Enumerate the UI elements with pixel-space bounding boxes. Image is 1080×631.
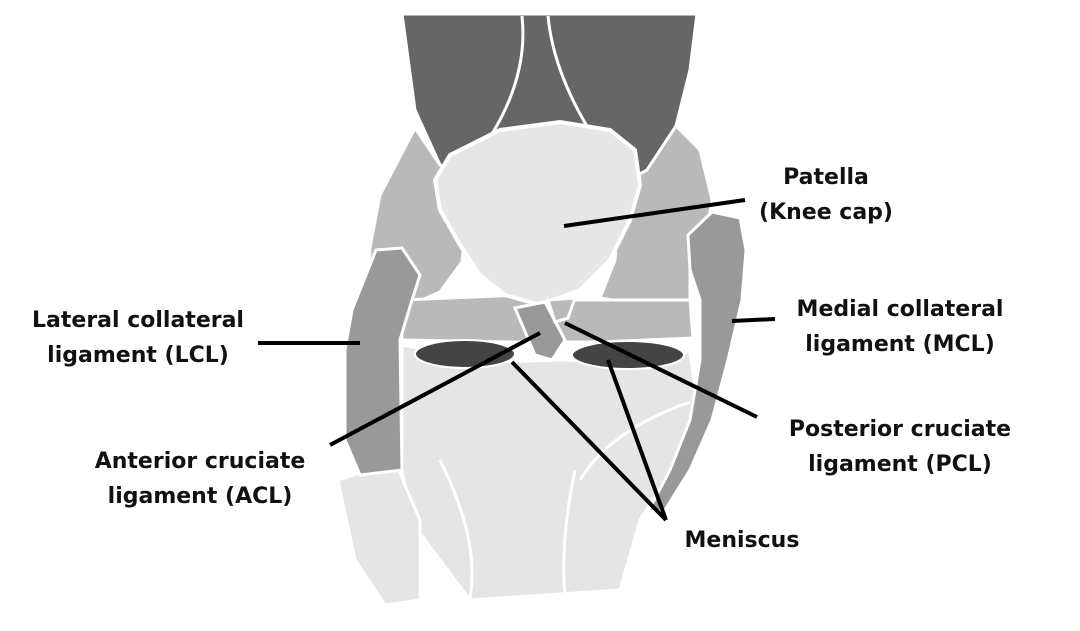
label-patella-line2: (Knee cap): [759, 200, 893, 225]
lateral-collateral-ligament: [343, 246, 422, 477]
label-patella-line1: Patella: [783, 165, 869, 190]
label-mcl-line1: Medial collateral: [796, 297, 1004, 322]
leader-line-mcl: [731, 317, 776, 323]
medial-collateral-ligament: [645, 210, 748, 514]
label-mcl-line2: ligament (MCL): [805, 332, 995, 357]
tibia-contour-lower: [562, 469, 577, 599]
label-lcl-line2: ligament (LCL): [47, 343, 229, 368]
tibia-contour-left: [438, 459, 474, 599]
leader-line-meniscus-left: [510, 360, 668, 522]
label-acl-line1: Anterior cruciate: [94, 449, 306, 474]
label-lcl: Lateral collateral ligament (LCL): [18, 303, 258, 373]
label-meniscus-line1: Meniscus: [684, 528, 800, 553]
leader-line-acl: [329, 331, 541, 447]
label-pcl: Posterior cruciate ligament (PCL): [770, 412, 1030, 482]
leader-line-pcl: [564, 321, 758, 419]
label-acl-line2: ligament (ACL): [107, 484, 293, 509]
leader-line-patella: [563, 198, 746, 228]
leader-line-meniscus-right: [606, 359, 668, 521]
posterior-cruciate-ligament: [545, 296, 578, 324]
label-patella: Patella (Knee cap): [726, 160, 926, 230]
label-acl: Anterior cruciate ligament (ACL): [80, 444, 320, 514]
tibia-contour: [578, 400, 691, 481]
label-mcl: Medial collateral ligament (MCL): [780, 292, 1020, 362]
label-pcl-line2: ligament (PCL): [808, 452, 992, 477]
label-lcl-line1: Lateral collateral: [32, 308, 244, 333]
label-pcl-line1: Posterior cruciate: [788, 417, 1012, 442]
label-meniscus: Meniscus: [672, 523, 812, 558]
patella: [432, 119, 643, 308]
leader-lines: [258, 198, 776, 522]
